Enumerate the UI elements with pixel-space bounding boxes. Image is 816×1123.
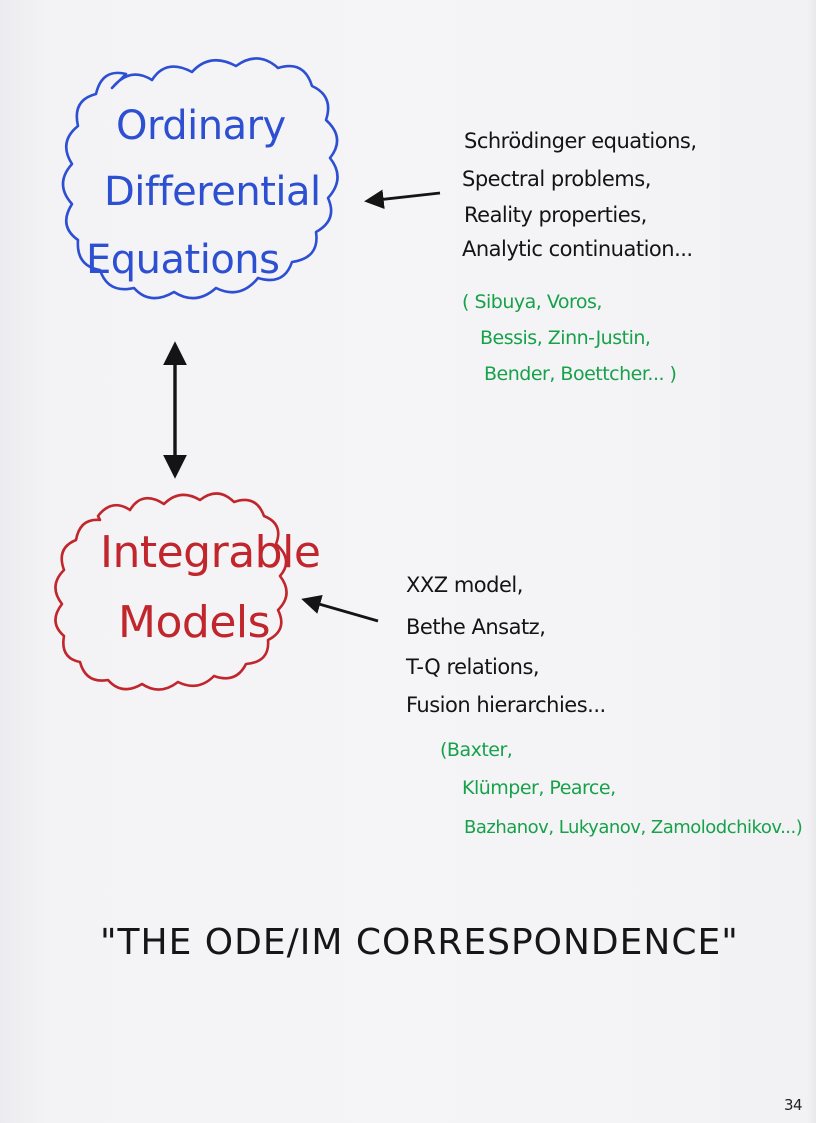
im-topic: T-Q relations, (406, 655, 540, 679)
ode-author-line: ( Sibuya, Voros, (462, 291, 602, 313)
im-author-line: (Baxter, (440, 739, 513, 761)
im-topic: Bethe Ansatz, (406, 615, 546, 639)
ode-topic: Analytic continuation... (462, 237, 693, 261)
ode-topic: Spectral problems, (462, 167, 651, 191)
page-number: 34 (784, 1096, 803, 1114)
im-notes-arrow (301, 594, 379, 623)
ode-notes-arrow (364, 189, 441, 210)
im-cloud-outline (54, 492, 288, 691)
im-topic: XXZ model, (406, 573, 523, 597)
ode-author-line: Bessis, Zinn-Justin, (480, 327, 651, 349)
ode-author-line: Bender, Boettcher... ) (484, 363, 677, 385)
ode-node-label-line-2: Differential (104, 169, 321, 215)
im-node-label-line-1: Integrable (100, 527, 321, 578)
ode-cloud-outline (61, 57, 339, 300)
ode-node-label-line-1: Ordinary (116, 103, 286, 149)
ode-topic: Schrödinger equations, (464, 129, 697, 153)
im-author-line: Klümper, Pearce, (462, 777, 616, 799)
im-node-label-line-2: Models (118, 597, 271, 648)
ode-topic: Reality properties, (464, 203, 647, 227)
im-topic: Fusion hierarchies... (406, 693, 606, 717)
im-author-line: Bazhanov, Lukyanov, Zamolodchikov...) (464, 817, 803, 838)
ode-node-label-line-3: Equations (86, 237, 280, 283)
correspondence-title: "THE ODE/IM CORRESPONDENCE" (100, 922, 739, 963)
